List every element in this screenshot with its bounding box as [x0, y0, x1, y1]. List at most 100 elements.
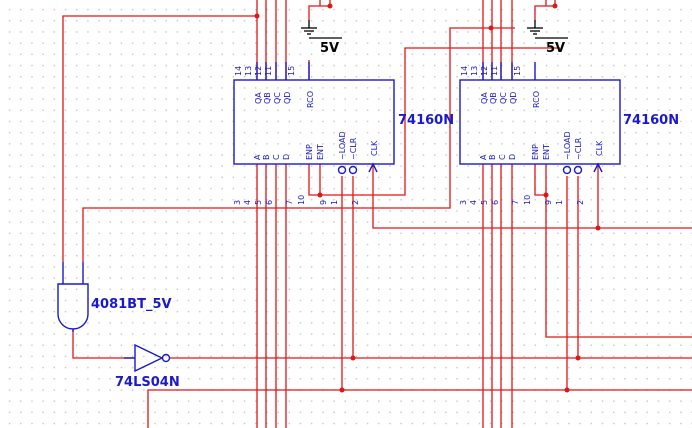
junction	[595, 225, 601, 231]
pin-name: CLK	[595, 140, 604, 156]
pin-number: 5	[480, 200, 489, 205]
inversion-bubble	[348, 165, 358, 175]
pin-number: 12	[254, 66, 263, 76]
supply-1-wire	[308, 0, 331, 20]
pin-number: 9	[319, 200, 328, 205]
pin-name: B	[488, 155, 497, 161]
pin-name: D	[282, 154, 291, 160]
pin-number: 13	[244, 66, 253, 76]
pin-number: 3	[459, 200, 468, 205]
junctions	[254, 3, 601, 393]
inverter-icon	[134, 343, 164, 373]
pin-number: 6	[265, 200, 274, 205]
chip-top-pins: 14 13 12 11 15 QA QB QC QD RCO	[460, 62, 541, 108]
supply-1[interactable]: 5V	[301, 0, 342, 56]
pin-name: QB	[489, 92, 498, 104]
junction	[254, 13, 260, 19]
pin-name: CLK	[370, 140, 379, 156]
inversion-bubble	[573, 165, 583, 175]
pin-name: QD	[283, 92, 292, 104]
pin-number: 4	[469, 200, 478, 205]
chip-label: 74160N	[398, 113, 454, 128]
pin-number: 14	[234, 66, 243, 76]
pin-name: C	[272, 154, 281, 160]
junction	[575, 355, 581, 361]
pin-number: 11	[490, 66, 499, 76]
pin-name: ENT	[316, 144, 325, 160]
pin-number: 7	[285, 200, 294, 205]
supply-2-wire	[534, 0, 556, 20]
chip-bottom-pins: A B C D ENP ENT ~LOAD ~CLR CLK 3 4 5 6 7…	[459, 131, 604, 205]
inverter[interactable]: 74LS04N	[115, 343, 180, 390]
inversion-bubble	[562, 165, 572, 175]
pin-name: ~LOAD	[338, 131, 347, 160]
pin-number: 12	[480, 66, 489, 76]
wire-c1-clk[interactable]	[372, 164, 692, 229]
junction	[543, 192, 549, 198]
wire-and-out[interactable]	[72, 330, 135, 359]
wire-c2-enp[interactable]	[534, 164, 547, 196]
pin-number: 9	[544, 200, 553, 205]
pin-number: 5	[254, 200, 263, 205]
wire-c2-ent-route[interactable]	[545, 195, 692, 338]
pin-name: QB	[263, 92, 272, 104]
pin-name: A	[479, 154, 488, 160]
pin-name: C	[498, 154, 507, 160]
pin-number: 3	[233, 200, 242, 205]
junction	[564, 387, 570, 393]
pin-number: 7	[511, 200, 520, 205]
pin-name: QC	[273, 92, 282, 104]
wire-and-input-a[interactable]	[62, 15, 257, 262]
and-gate[interactable]: 4081BT_5V	[57, 262, 172, 332]
pin-name: QC	[499, 92, 508, 104]
pin-name: A	[253, 154, 262, 160]
pin-number: 15	[513, 66, 522, 76]
pin-name: ENP	[531, 144, 540, 160]
pin-number: 2	[576, 200, 585, 205]
pin-name: QA	[480, 92, 489, 104]
junction	[350, 355, 356, 361]
pin-number: 1	[555, 200, 564, 205]
inversion-bubble	[161, 353, 171, 363]
wire-rco-cascade[interactable]	[320, 47, 560, 196]
chip-bottom-pins: A B C D ENP ENT ~LOAD ~CLR CLK 3 4 5 6 7…	[233, 131, 379, 205]
inverter-label: 74LS04N	[115, 375, 180, 390]
pin-number: 13	[470, 66, 479, 76]
pin-number: 10	[523, 195, 532, 205]
chip-label: 74160N	[623, 113, 679, 128]
pin-name: D	[508, 154, 517, 160]
pin-number: 4	[243, 200, 252, 205]
pin-name: RCO	[306, 91, 315, 108]
wire-and-input-b[interactable]	[82, 27, 515, 262]
pin-name: ENP	[305, 144, 314, 160]
supply-label: 5V	[320, 41, 339, 56]
pin-name: ~LOAD	[563, 131, 572, 160]
pin-name: QD	[509, 92, 518, 104]
pin-number: 1	[330, 200, 339, 205]
and-gate-icon	[57, 283, 89, 330]
wires	[62, 0, 692, 428]
gate-label: 4081BT_5V	[91, 297, 172, 312]
pin-name: B	[262, 155, 271, 161]
pin-name: ~CLR	[574, 137, 583, 160]
chip-top-pins: 14 13 12 11 15 QA QB QC QD RCO	[234, 62, 315, 108]
pin-number: 11	[264, 66, 273, 76]
clock-triangle-icon	[368, 162, 378, 173]
supply-label: 5V	[546, 41, 565, 56]
wire-load-bus[interactable]	[147, 389, 692, 428]
junction	[339, 387, 345, 393]
counter-chip-2[interactable]: 74160N 14 13 12 11 15 QA QB QC QD RCO A …	[459, 62, 679, 205]
chip-body	[233, 79, 395, 165]
pin-number: 2	[351, 200, 360, 205]
pin-name: ENT	[542, 144, 551, 160]
chip-body	[459, 79, 621, 165]
junction	[488, 25, 494, 31]
wire-c1-enp[interactable]	[308, 164, 321, 196]
supply-2[interactable]: 5V	[527, 0, 568, 56]
pin-name: RCO	[532, 91, 541, 108]
junction	[317, 192, 323, 198]
pin-number: 15	[287, 66, 296, 76]
counter-chip-1[interactable]: 74160N 14 13 12 11 15 QA QB QC QD RCO A …	[233, 62, 454, 205]
